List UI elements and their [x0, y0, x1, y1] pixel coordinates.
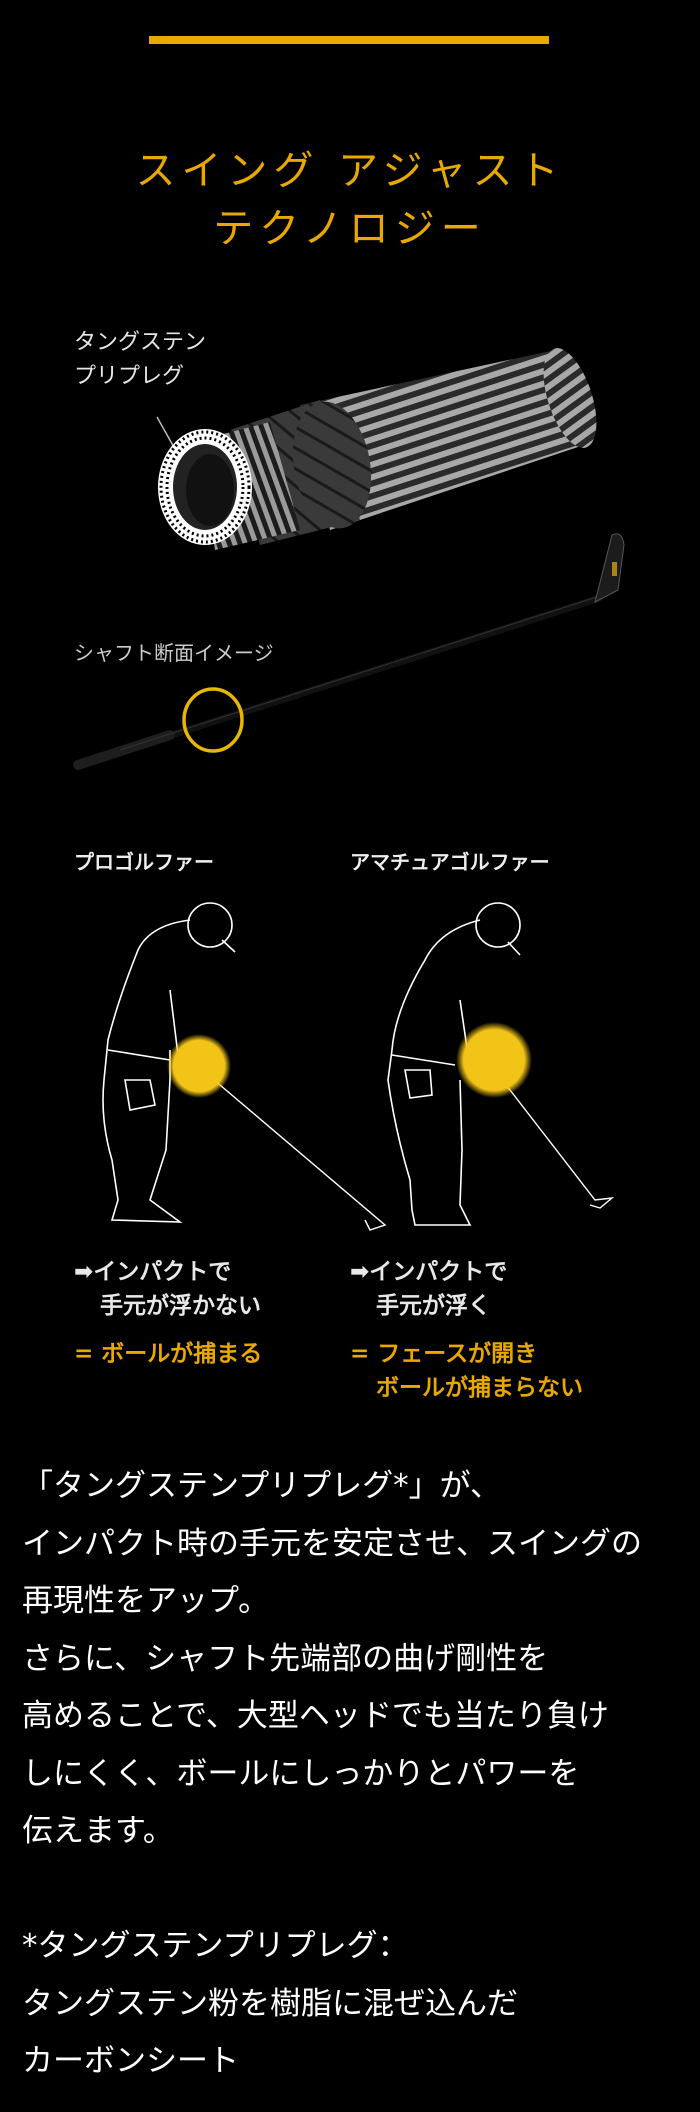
- amateur-hand-highlight: [456, 1022, 532, 1098]
- club-head: [594, 533, 625, 603]
- description-line: 伝えます。: [22, 1813, 174, 1849]
- section-title-line1: スイング アジャスト: [135, 148, 565, 194]
- shaft-cross-section-illustration: [73, 348, 625, 770]
- description-line: 再現性をアップ。: [22, 1583, 270, 1619]
- pro-golfer-label: プロゴルファー: [74, 850, 214, 874]
- cross-section-label: シャフト断面イメージ: [74, 641, 274, 665]
- amateur-result: ➡インパクトで 手元が浮く = フェースが開き ボールが捕まらない: [350, 1255, 583, 1405]
- amateur-effect-line2: ボールが捕まらない: [376, 1375, 583, 1401]
- description-line: インパクト時の手元を安定させ、スイングの: [22, 1525, 642, 1562]
- cross-section-highlight-circle: [182, 687, 244, 753]
- arrow-right-icon: ➡: [74, 1259, 94, 1285]
- footnote-line: *タングステンプリプレグ：: [22, 1928, 409, 1964]
- spacer: [22, 1861, 692, 1919]
- description-text: 「タングステンプリプレグ*」が、 インパクト時の手元を安定させ、スイングの 再現…: [22, 1458, 692, 2091]
- pro-hand-highlight: [167, 1034, 231, 1098]
- pro-result-line2: 手元が浮かない: [100, 1293, 261, 1319]
- club-grip: [73, 730, 175, 770]
- layer-label-line1: タングステン: [74, 330, 207, 355]
- amateur-result-line2: 手元が浮く: [376, 1293, 491, 1319]
- pro-golfer-figure: [102, 902, 387, 1231]
- section-title-line2: テクノロジー: [213, 206, 487, 252]
- description-line: さらに、シャフト先端部の曲げ剛性を: [22, 1640, 549, 1677]
- pro-result: ➡インパクトで 手元が浮かない = ボールが捕まる: [74, 1255, 262, 1371]
- pro-effect-line1: = ボールが捕まる: [74, 1341, 263, 1367]
- layer-label: タングステン プリプレグ: [74, 326, 206, 394]
- layer-label-line2: プリプレグ: [74, 364, 185, 389]
- top-accent-bar: [149, 36, 549, 44]
- amateur-effect-line1: = フェースが開き: [350, 1341, 538, 1367]
- footnote-line: カーボンシート: [22, 2043, 239, 2079]
- amateur-golfer-label: アマチュアゴルファー: [350, 850, 550, 874]
- pro-result-line1: インパクトで: [93, 1259, 232, 1285]
- golfer-comparison-illustration: [102, 902, 615, 1231]
- description-line: しにくく、ボールにしっかりとパワーを: [22, 1755, 580, 1792]
- outer-layer: [300, 350, 586, 530]
- description-line: 「タングステンプリプレグ*」が、: [22, 1468, 501, 1504]
- amateur-result-line1: インパクトで: [369, 1259, 508, 1285]
- arrow-right-icon: ➡: [350, 1259, 370, 1285]
- footnote-line: タングステン粉を樹脂に混ぜ込んだ: [22, 1985, 518, 2022]
- description-line: 高めることで、大型ヘッドでも当たり負け: [22, 1698, 609, 1734]
